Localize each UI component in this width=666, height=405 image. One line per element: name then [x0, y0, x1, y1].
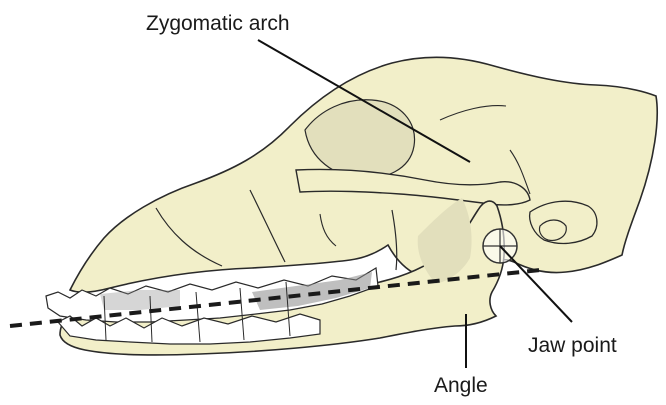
teeth-shading [100, 290, 180, 310]
zygomatic-arch-label: Zygomatic arch [146, 12, 290, 35]
angle-label: Angle [434, 374, 488, 397]
tympanic-bulla [539, 220, 566, 240]
occipital-detail [530, 201, 597, 243]
jaw-point-label: Jaw point [528, 334, 617, 357]
